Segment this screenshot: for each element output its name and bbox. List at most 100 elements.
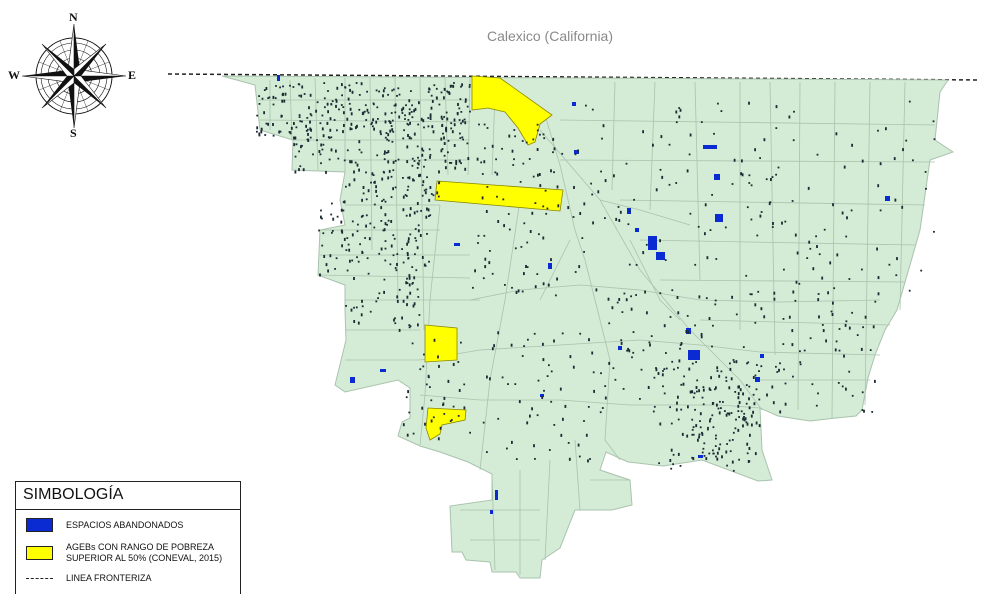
map-dot	[523, 272, 525, 276]
map-dot	[390, 244, 393, 248]
map-dot	[419, 173, 422, 177]
map-dot	[436, 96, 438, 100]
map-dot	[316, 139, 318, 142]
map-dot	[442, 402, 445, 406]
map-dot	[616, 301, 619, 304]
map-dot	[413, 160, 416, 162]
map-dot	[831, 313, 834, 316]
map-dot	[362, 186, 365, 189]
map-dot	[701, 396, 704, 399]
map-dot	[294, 155, 297, 158]
map-dot	[497, 417, 500, 420]
map-dot	[738, 458, 740, 461]
map-dot	[401, 248, 403, 250]
map-dot	[468, 84, 471, 86]
map-dot	[416, 210, 419, 213]
map-dot	[783, 268, 785, 271]
map-dot	[320, 162, 322, 165]
map-dot	[446, 90, 449, 93]
map-dot	[750, 218, 753, 221]
map-dot	[364, 237, 366, 239]
map-dot	[841, 211, 844, 215]
map-dot	[765, 178, 768, 181]
map-dot	[260, 130, 263, 134]
map-dot	[421, 406, 424, 410]
map-dot	[450, 162, 453, 164]
map-dot	[735, 418, 737, 421]
map-dot	[438, 364, 440, 368]
map-dot	[360, 82, 363, 86]
map-dot	[613, 174, 615, 178]
map-dot	[422, 180, 425, 184]
map-dot	[299, 120, 302, 123]
map-dot	[351, 220, 354, 223]
map-dot	[483, 160, 486, 164]
map-dot	[705, 457, 708, 461]
map-dot	[409, 213, 411, 217]
map-dot	[874, 379, 876, 383]
map-dot	[309, 120, 311, 124]
map-dot	[595, 288, 598, 292]
map-dot	[538, 173, 541, 176]
map-dot	[514, 247, 517, 250]
map-dot	[286, 122, 288, 125]
map-dot	[722, 401, 724, 403]
map-dot	[348, 248, 351, 252]
map-dot	[281, 99, 284, 103]
map-dot	[427, 117, 430, 119]
map-dot	[689, 390, 692, 394]
map-dot	[751, 423, 753, 427]
map-dot	[431, 99, 434, 103]
map-dot	[708, 387, 711, 391]
map-dot	[620, 341, 623, 345]
map-dot	[703, 455, 706, 457]
map-dot	[754, 321, 757, 324]
map-dot	[416, 246, 419, 250]
map-dot	[760, 307, 763, 311]
map-dot	[289, 84, 291, 87]
map-dot	[416, 288, 419, 291]
map-dot	[408, 324, 411, 326]
map-dot	[815, 404, 818, 407]
map-dot	[384, 136, 387, 139]
map-dot	[542, 282, 545, 286]
map-dot	[443, 413, 446, 415]
map-dot	[652, 410, 655, 413]
map-dot	[550, 400, 553, 403]
map-dot	[428, 87, 430, 91]
map-dot	[355, 82, 358, 84]
map-dot	[428, 215, 430, 217]
map-dot	[719, 443, 722, 446]
map-dot	[394, 267, 397, 269]
map-dot	[618, 219, 621, 222]
map-dot	[862, 326, 864, 329]
map-dot	[642, 251, 645, 255]
map-dot	[701, 451, 704, 454]
map-dot	[796, 251, 799, 255]
map-dot	[380, 220, 383, 222]
map-dot	[748, 447, 751, 450]
map-dot	[611, 306, 614, 310]
map-dot	[525, 265, 527, 268]
map-dot	[669, 459, 672, 462]
dashed-line	[26, 578, 53, 579]
map-dot	[415, 239, 418, 242]
map-dot	[453, 82, 455, 84]
map-dot	[258, 132, 261, 136]
map-dot	[476, 157, 479, 161]
map-dot	[384, 247, 387, 250]
map-dot	[373, 226, 376, 229]
map-dot	[408, 326, 411, 329]
map-dot	[591, 351, 594, 355]
map-dot	[534, 458, 536, 460]
map-dot	[531, 407, 533, 411]
map-dot	[466, 142, 469, 145]
map-dot	[486, 375, 488, 379]
map-dot	[754, 148, 756, 152]
map-dot	[344, 86, 346, 88]
map-dot	[321, 148, 324, 151]
map-dot	[588, 338, 590, 342]
map-dot	[716, 403, 718, 407]
map-dot	[731, 460, 734, 464]
map-dot	[406, 252, 409, 254]
